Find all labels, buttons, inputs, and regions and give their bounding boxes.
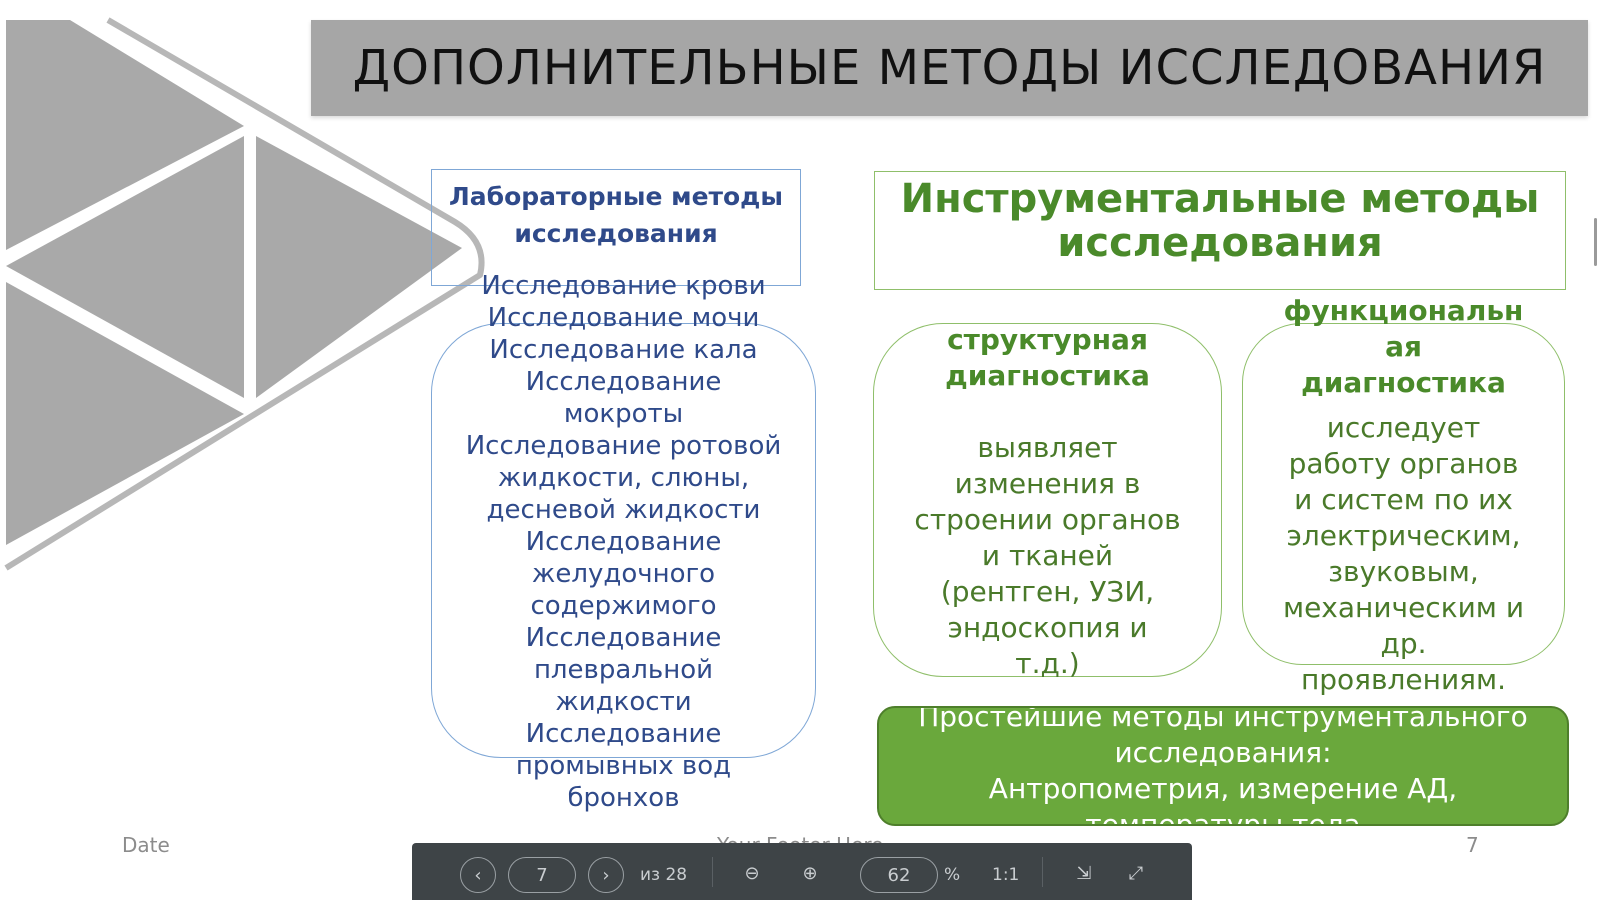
functional-title-line: диагностика — [1301, 366, 1506, 399]
viewer-toolbar: ‹ 7 › из 28 ⊖ ⊕ 62 % 1:1 ⇲ ⤢ — [412, 843, 1192, 900]
lab-items-list: Исследование крови Исследование мочи Исс… — [431, 270, 816, 814]
deco-outline — [4, 17, 485, 571]
structural-desc-line: выявляет — [977, 431, 1118, 464]
structural-title-line: диагностика — [945, 359, 1150, 392]
structural-desc-line: эндоскопия и — [947, 611, 1148, 644]
lab-item: желудочного — [531, 559, 716, 589]
lab-item: промывных вод — [515, 751, 732, 781]
functional-desc-line: механическим и — [1282, 591, 1525, 624]
simple-methods-line: исследования: — [1114, 736, 1332, 769]
structural-description: выявляет изменения в строении органов и … — [873, 430, 1222, 682]
lab-heading-box — [431, 169, 801, 286]
lab-item: Исследование ротовой — [465, 431, 782, 461]
functional-desc-line: др. — [1380, 627, 1427, 660]
structural-desc-line: изменения в — [954, 467, 1141, 500]
lab-heading-line: исследования — [514, 219, 718, 248]
page-number-value: 7 — [536, 864, 548, 886]
fullscreen-button[interactable]: ⤢ — [1124, 861, 1148, 885]
scroll-indicator[interactable] — [1594, 218, 1597, 266]
structural-title-line: структурная — [947, 323, 1148, 356]
deco-triangle-right — [256, 136, 462, 398]
page-total-label: из 28 — [640, 865, 688, 885]
lab-item: содержимого — [530, 591, 717, 621]
toolbar-separator — [712, 857, 713, 887]
zoom-value: 62 — [887, 864, 911, 886]
lab-item: Исследование — [525, 367, 722, 397]
functional-desc-line: работу органов — [1288, 447, 1519, 480]
functional-desc-line: проявлениям. — [1300, 663, 1507, 696]
zoom-out-icon: ⊖ — [744, 862, 760, 884]
functional-title: функциональн ая диагностика — [1242, 293, 1565, 401]
simple-methods-line: Антропометрия, измерение АД, — [988, 772, 1458, 805]
zoom-in-icon: ⊕ — [802, 862, 818, 884]
structural-desc-line: строении органов — [914, 503, 1181, 536]
fit-page-icon: ⇲ — [1076, 862, 1092, 884]
lab-item: Исследование кала — [489, 335, 758, 365]
functional-desc-line: звуковым, — [1328, 555, 1479, 588]
lab-item: десневой жидкости — [486, 495, 761, 525]
page-number-input[interactable]: 7 — [508, 857, 576, 893]
structural-desc-line: т.д.) — [1015, 647, 1080, 680]
deco-triangle-bottom — [6, 282, 244, 545]
lab-item: Исследование — [525, 527, 722, 557]
functional-title-line: функциональн — [1283, 294, 1524, 327]
zoom-input[interactable]: 62 — [860, 857, 938, 893]
lab-item: Исследование — [525, 623, 722, 653]
lab-heading-line: Лабораторные методы — [449, 182, 783, 211]
chevron-left-icon: ‹ — [474, 864, 482, 886]
instrumental-heading-line: Инструментальные методы — [900, 176, 1540, 222]
zoom-unit-label: % — [944, 865, 961, 885]
decorative-triangles — [4, 17, 485, 571]
simple-methods-line: Простейшие методы инструментального — [918, 706, 1528, 733]
prev-page-button[interactable]: ‹ — [460, 857, 496, 893]
chevron-right-icon: › — [602, 864, 610, 886]
functional-desc-line: исследует — [1326, 411, 1481, 444]
slide-title: ДОПОЛНИТЕЛЬНЫЕ МЕТОДЫ ИССЛЕДОВАНИЯ — [352, 40, 1547, 96]
structural-title: структурная диагностика — [873, 322, 1222, 394]
lab-item: мокроты — [563, 399, 684, 429]
lab-items-box — [431, 323, 816, 758]
functional-description: исследует работу органов и систем по их … — [1242, 410, 1565, 698]
lab-item: Исследование — [525, 719, 722, 749]
structural-desc-line: и тканей — [981, 539, 1114, 572]
footer-page-number: 7 — [1466, 833, 1479, 857]
lab-item: Исследование мочи — [487, 303, 760, 333]
functional-box — [1242, 323, 1565, 665]
simple-methods-box: Простейшие методы инструментального иссл… — [877, 706, 1569, 826]
lab-item: плевральной — [533, 655, 714, 685]
instrumental-heading-line: исследования — [1057, 220, 1383, 266]
lab-item: жидкости, слюны, — [497, 463, 750, 493]
fullscreen-icon: ⤢ — [1128, 862, 1144, 884]
functional-desc-line: и систем по их — [1294, 483, 1513, 516]
actual-size-button[interactable]: 1:1 — [992, 865, 1020, 885]
structural-desc-line: (рентген, УЗИ, — [940, 575, 1155, 608]
functional-desc-line: электрическим, — [1286, 519, 1521, 552]
zoom-out-button[interactable]: ⊖ — [740, 861, 764, 885]
deco-triangle-top — [6, 20, 244, 250]
lab-item: жидкости — [555, 687, 692, 717]
instrumental-heading-box — [874, 171, 1566, 290]
lab-item: Исследование крови — [481, 271, 766, 301]
simple-methods-line: температуры тела — [1085, 808, 1361, 826]
simple-methods-text: Простейшие методы инструментального иссл… — [879, 706, 1567, 826]
lab-item: бронхов — [567, 783, 680, 813]
next-page-button[interactable]: › — [588, 857, 624, 893]
fit-page-button[interactable]: ⇲ — [1072, 861, 1096, 885]
zoom-in-button[interactable]: ⊕ — [798, 861, 822, 885]
footer-date: Date — [122, 833, 170, 857]
functional-title-line: ая — [1385, 330, 1422, 363]
lab-heading: Лабораторные методы исследования — [431, 178, 801, 252]
structural-box — [873, 323, 1222, 677]
title-bar: ДОПОЛНИТЕЛЬНЫЕ МЕТОДЫ ИССЛЕДОВАНИЯ — [311, 20, 1588, 116]
instrumental-heading: Инструментальные методы исследования — [874, 177, 1566, 265]
toolbar-separator — [1042, 857, 1043, 887]
deco-triangle-middle — [6, 136, 244, 398]
